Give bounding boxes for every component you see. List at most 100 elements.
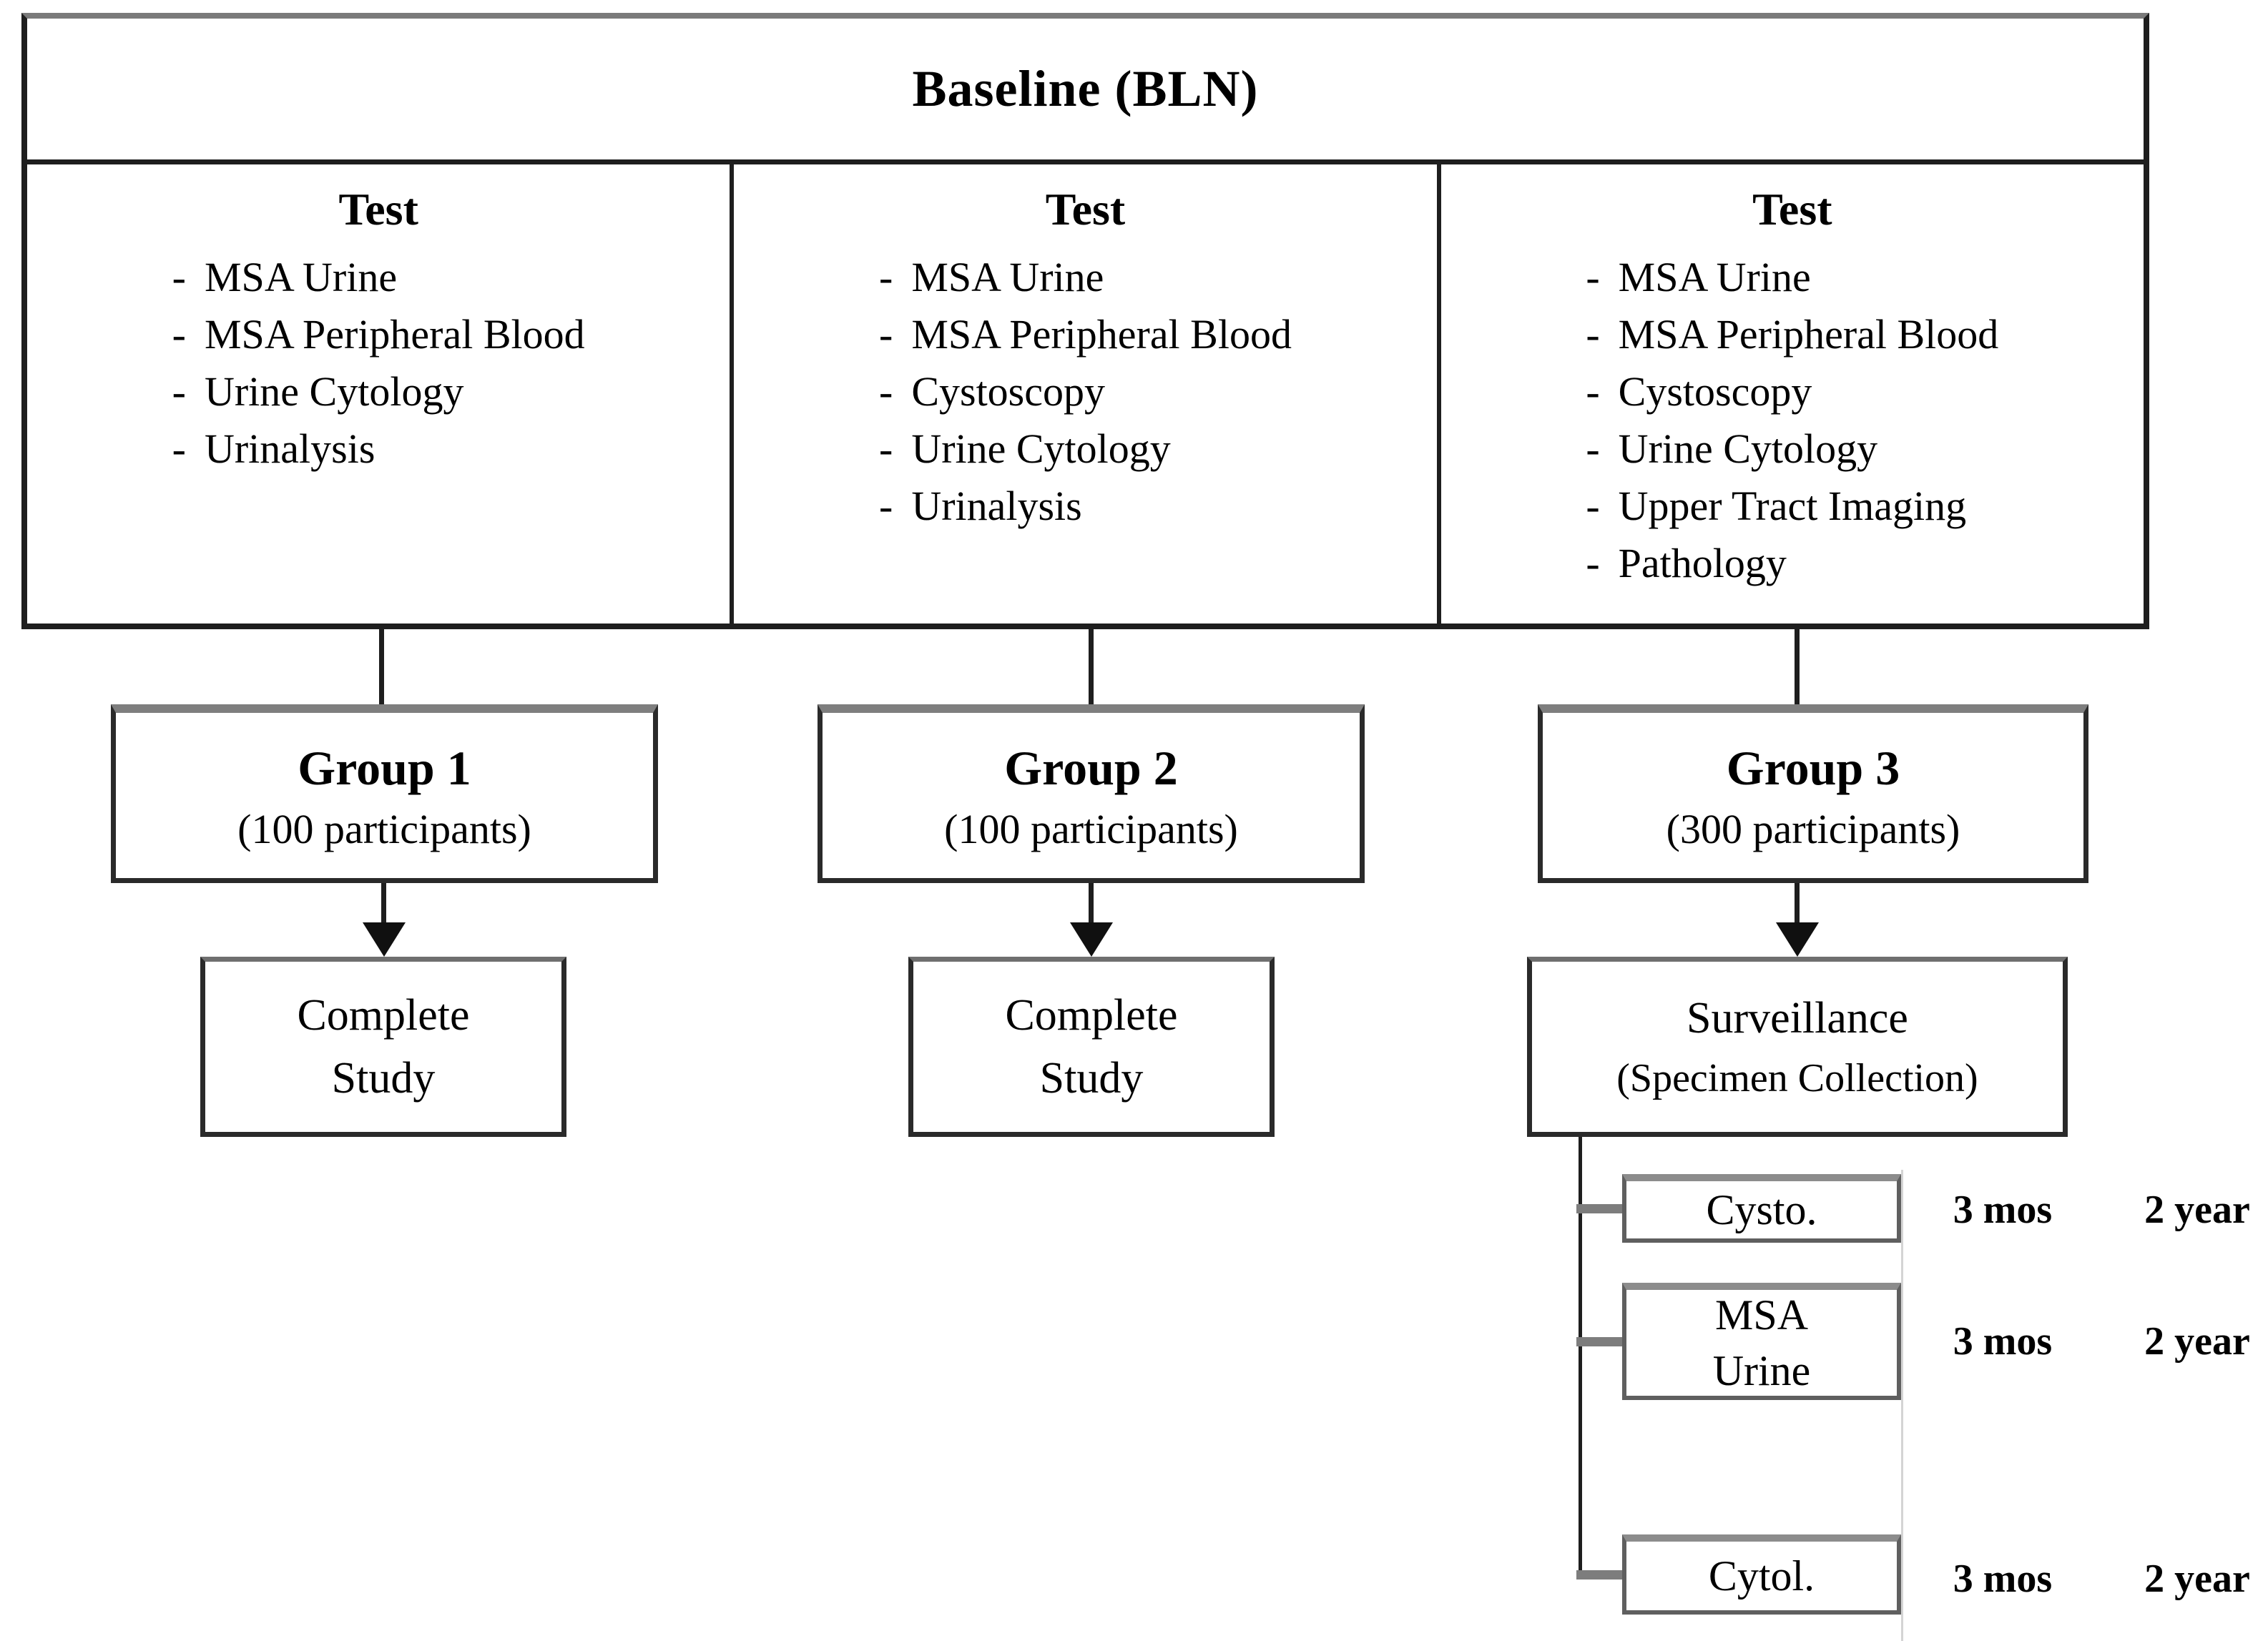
list-item: -Urinalysis [879,478,1292,535]
list-item: -MSA Peripheral Blood [1586,306,1998,363]
list-item: -Pathology [1586,535,1998,592]
schedule-frequency-label: 3 mos [1953,1557,2053,1601]
group-1-box: Group 1 (100 participants) [111,704,658,883]
list-item-label: Upper Tract Imaging [1618,483,1967,529]
group-participants: (100 participants) [237,805,531,852]
list-item: -Urine Cytology [1586,420,1998,478]
outcome-line: Complete [297,991,470,1040]
list-bullet: - [172,254,186,300]
list-bullet: - [172,311,186,358]
list-bullet: - [1586,254,1600,300]
list-item-label: Urinalysis [204,425,375,472]
list-item-label: Cystoscopy [911,368,1105,415]
list-item: -MSA Peripheral Blood [879,306,1292,363]
baseline-header: Baseline (BLN) [27,19,2144,164]
list-item-label: MSA Urine [204,254,398,300]
schedule-frequency-label: 3 mos [1953,1188,2053,1232]
list-item: -Urine Cytology [172,363,585,420]
outcome-line: (Specimen Collection) [1616,1056,1978,1100]
test-list: -MSA Urine -MSA Peripheral Blood -Cystos… [1586,249,1998,592]
connector-line [1795,883,1800,927]
list-bullet: - [172,425,186,472]
arrow-head [363,922,406,957]
list-item: -MSA Peripheral Blood [172,306,585,363]
list-item: -MSA Urine [1586,249,1998,306]
connector-line [1795,628,1800,704]
list-item-label: MSA Urine [911,254,1104,300]
outcome-line: Complete [1005,991,1178,1040]
list-item-label: MSA Peripheral Blood [911,311,1292,358]
list-bullet: - [1586,311,1600,358]
connector-line [379,628,384,704]
list-bullet: - [878,483,893,529]
complete-study-box-2: Complete Study [908,957,1275,1137]
schedule-stub [1576,1570,1624,1580]
group-title: Group 2 [1004,740,1178,795]
schedule-duration-label: 2 year [2144,1188,2250,1232]
schedule-branch-line [1579,1137,1582,1577]
arrow-head [1776,922,1819,957]
list-item-label: Cystoscopy [1618,368,1812,415]
list-item: -MSA Urine [879,249,1292,306]
connector-line [1089,883,1094,927]
list-bullet: - [878,311,893,358]
arrow-head [1070,922,1113,957]
list-bullet: - [878,368,893,415]
test-heading: Test [338,184,418,235]
test-column-1: Test -MSA Urine -MSA Peripheral Blood -U… [27,164,730,624]
schedule-duration-label: 2 year [2144,1319,2250,1364]
list-bullet: - [1586,368,1600,415]
schedule-test-label: Cysto. [1706,1186,1817,1233]
schedule-test-box-msa-urine: MSA Urine [1622,1283,1901,1400]
group-2-box: Group 2 (100 participants) [818,704,1365,883]
connector-line [1089,628,1094,704]
list-item: -Cystoscopy [1586,363,1998,420]
list-bullet: - [1586,540,1600,586]
group-title: Group 1 [298,740,471,795]
list-item-label: MSA Peripheral Blood [1618,311,1999,358]
list-item-label: MSA Urine [1618,254,1811,300]
list-bullet: - [878,425,893,472]
group-participants: (300 participants) [1666,805,1960,852]
schedule-test-box-cytol: Cytol. [1622,1534,1901,1615]
complete-study-box-1: Complete Study [200,957,566,1137]
schedule-stub [1576,1337,1624,1346]
list-bullet: - [172,368,186,415]
surveillance-box: Surveillance (Specimen Collection) [1527,957,2068,1137]
list-item: -Upper Tract Imaging [1586,478,1998,535]
list-bullet: - [1586,425,1600,472]
baseline-box: Baseline (BLN) Test -MSA Urine -MSA Peri… [21,13,2149,629]
list-item-label: Urinalysis [911,483,1082,529]
outcome-line: Study [1039,1054,1144,1103]
list-bullet: - [1586,483,1600,529]
list-bullet: - [878,254,893,300]
schedule-stub [1576,1204,1624,1213]
list-item-label: Urine Cytology [204,368,464,415]
test-list: -MSA Urine -MSA Peripheral Blood -Urine … [172,249,585,478]
schedule-frequency-label: 3 mos [1953,1319,2053,1364]
list-item-label: Urine Cytology [911,425,1171,472]
test-column-3: Test -MSA Urine -MSA Peripheral Blood -C… [1436,164,2144,624]
test-column-2: Test -MSA Urine -MSA Peripheral Blood -C… [730,164,1436,624]
list-item-label: Urine Cytology [1618,425,1878,472]
test-heading: Test [1045,184,1126,235]
schedule-test-label: Cytol. [1708,1552,1815,1600]
outcome-line: Surveillance [1687,994,1908,1043]
group-participants: (100 participants) [944,805,1238,852]
list-item-label: MSA Peripheral Blood [204,311,585,358]
group-3-box: Group 3 (300 participants) [1538,704,2088,883]
list-item: -Cystoscopy [879,363,1292,420]
connector-line [381,883,386,927]
schedule-test-label: MSA Urine [1712,1291,1811,1394]
outcome-line: Study [331,1054,436,1103]
group-title: Group 3 [1726,740,1900,795]
baseline-title: Baseline (BLN) [912,60,1259,117]
faint-grid-line [1901,1170,1903,1641]
schedule-duration-label: 2 year [2144,1557,2250,1601]
schedule-test-box-cysto: Cysto. [1622,1174,1901,1243]
list-item: -Urinalysis [172,420,585,478]
test-columns: Test -MSA Urine -MSA Peripheral Blood -U… [27,164,2144,624]
list-item-label: Pathology [1618,540,1787,586]
test-heading: Test [1752,184,1832,235]
